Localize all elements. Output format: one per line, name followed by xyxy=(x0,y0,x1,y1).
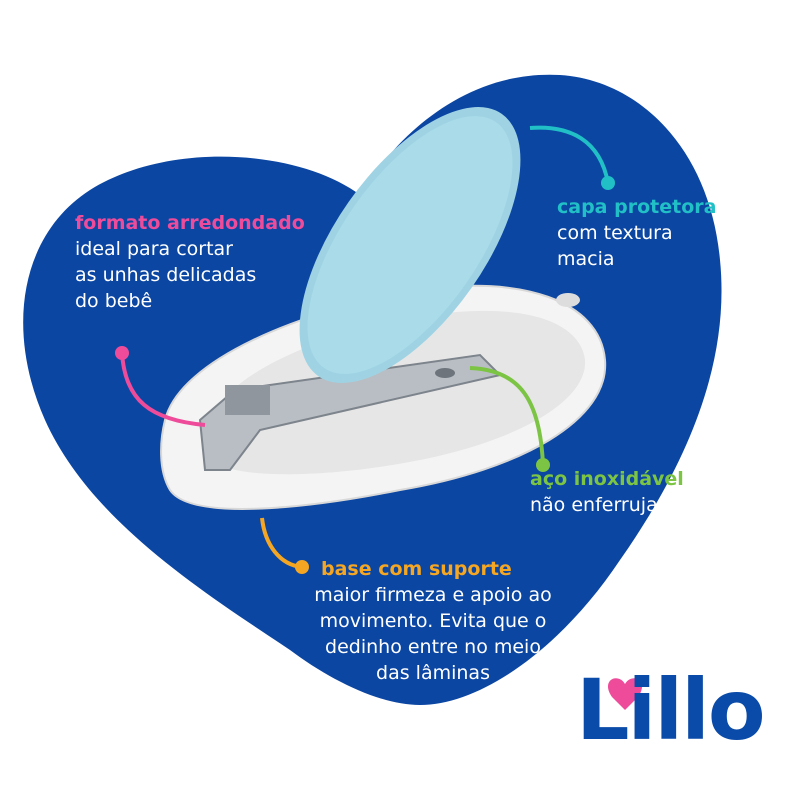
logo-heart-icon xyxy=(607,678,643,710)
callout-base-support: base com suporte maior firmeza e apoio a… xyxy=(314,558,552,684)
steel-clipper xyxy=(198,353,502,471)
callout-rounded-shape: formato arredondado ideal para cortar as… xyxy=(75,212,305,312)
callout-stainless-steel: aço inoxidável não enferruja xyxy=(530,468,684,516)
pink-dot xyxy=(115,346,129,360)
protective-cover xyxy=(299,107,521,383)
orange-dot xyxy=(295,560,309,574)
brand-logo: Lillo xyxy=(576,661,766,759)
green-dot xyxy=(536,458,550,472)
teal-dot xyxy=(601,176,615,190)
callout-protective-cover: capa protetora com textura macia xyxy=(557,196,717,270)
